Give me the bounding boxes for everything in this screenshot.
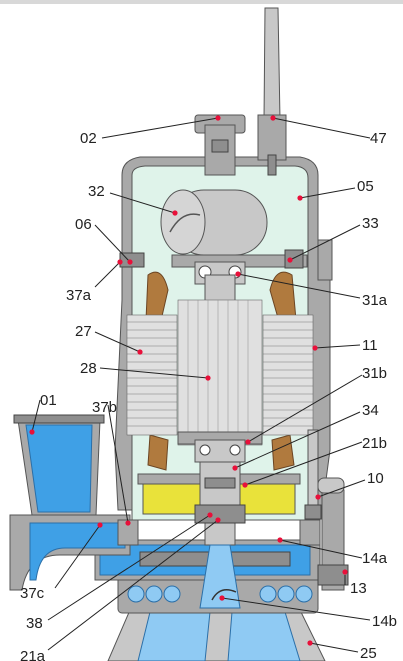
wear-plate (117, 519, 321, 546)
label-14a: 14a (362, 550, 388, 567)
marker-33 (287, 257, 293, 263)
marker-31a (235, 271, 241, 277)
label-28: 28 (80, 360, 97, 377)
label-27: 27 (75, 323, 92, 340)
marker-05 (297, 195, 303, 201)
marker-13 (342, 569, 348, 575)
label-33: 33 (362, 215, 379, 232)
label-31b: 31b (362, 365, 387, 382)
capacitor (160, 189, 268, 256)
leader-lines (31, 117, 371, 653)
label-13: 13 (350, 580, 367, 597)
marker-28 (205, 375, 211, 381)
callout-labels: 02 47 05 32 06 33 37a 31a 27 11 28 31b 0… (20, 130, 397, 661)
impeller (194, 504, 246, 609)
label-14b: 14b (372, 613, 397, 630)
marker-06 (127, 259, 133, 265)
marker-14b (219, 595, 225, 601)
level-switch (304, 429, 322, 520)
rotor (177, 299, 263, 446)
label-21b: 21b (362, 435, 387, 452)
label-21a: 21a (20, 648, 46, 661)
marker-47 (270, 115, 276, 121)
stator (126, 314, 314, 436)
marker-37a (117, 259, 123, 265)
label-25: 25 (360, 645, 377, 661)
discharge-elbow (9, 414, 131, 591)
marker-01 (29, 429, 35, 435)
marker-21a (215, 517, 221, 523)
marker-37c (97, 522, 103, 528)
callout-markers (29, 115, 348, 646)
label-37b: 37b (92, 399, 117, 416)
marker-11 (312, 345, 318, 351)
upper-bearing-bracket (119, 249, 308, 285)
cable-entry (257, 7, 287, 176)
label-47: 47 (370, 130, 387, 147)
label-32: 32 (88, 183, 105, 200)
label-02: 02 (80, 130, 97, 147)
marker-10 (315, 494, 321, 500)
label-34: 34 (362, 402, 379, 419)
lower-bearing-bracket (177, 431, 263, 463)
marker-32 (172, 210, 178, 216)
side-bolt (317, 239, 349, 591)
pump-stand (107, 609, 326, 661)
marker-31b (245, 439, 251, 445)
label-11: 11 (362, 337, 378, 354)
label-01: 01 (40, 392, 57, 409)
marker-02 (215, 115, 221, 121)
marker-25 (307, 640, 313, 646)
top-background-strip (0, 0, 403, 4)
marker-14a (277, 537, 283, 543)
label-37c: 37c (20, 585, 45, 602)
marker-21b (242, 482, 248, 488)
label-38: 38 (26, 615, 43, 632)
marker-34 (232, 465, 238, 471)
marker-37b (125, 520, 131, 526)
marker-27 (137, 349, 143, 355)
label-31a: 31a (362, 292, 388, 309)
label-37a: 37a (66, 287, 92, 304)
marker-38 (207, 512, 213, 518)
label-05: 05 (357, 178, 374, 195)
label-10: 10 (367, 470, 384, 487)
label-06: 06 (75, 216, 92, 233)
